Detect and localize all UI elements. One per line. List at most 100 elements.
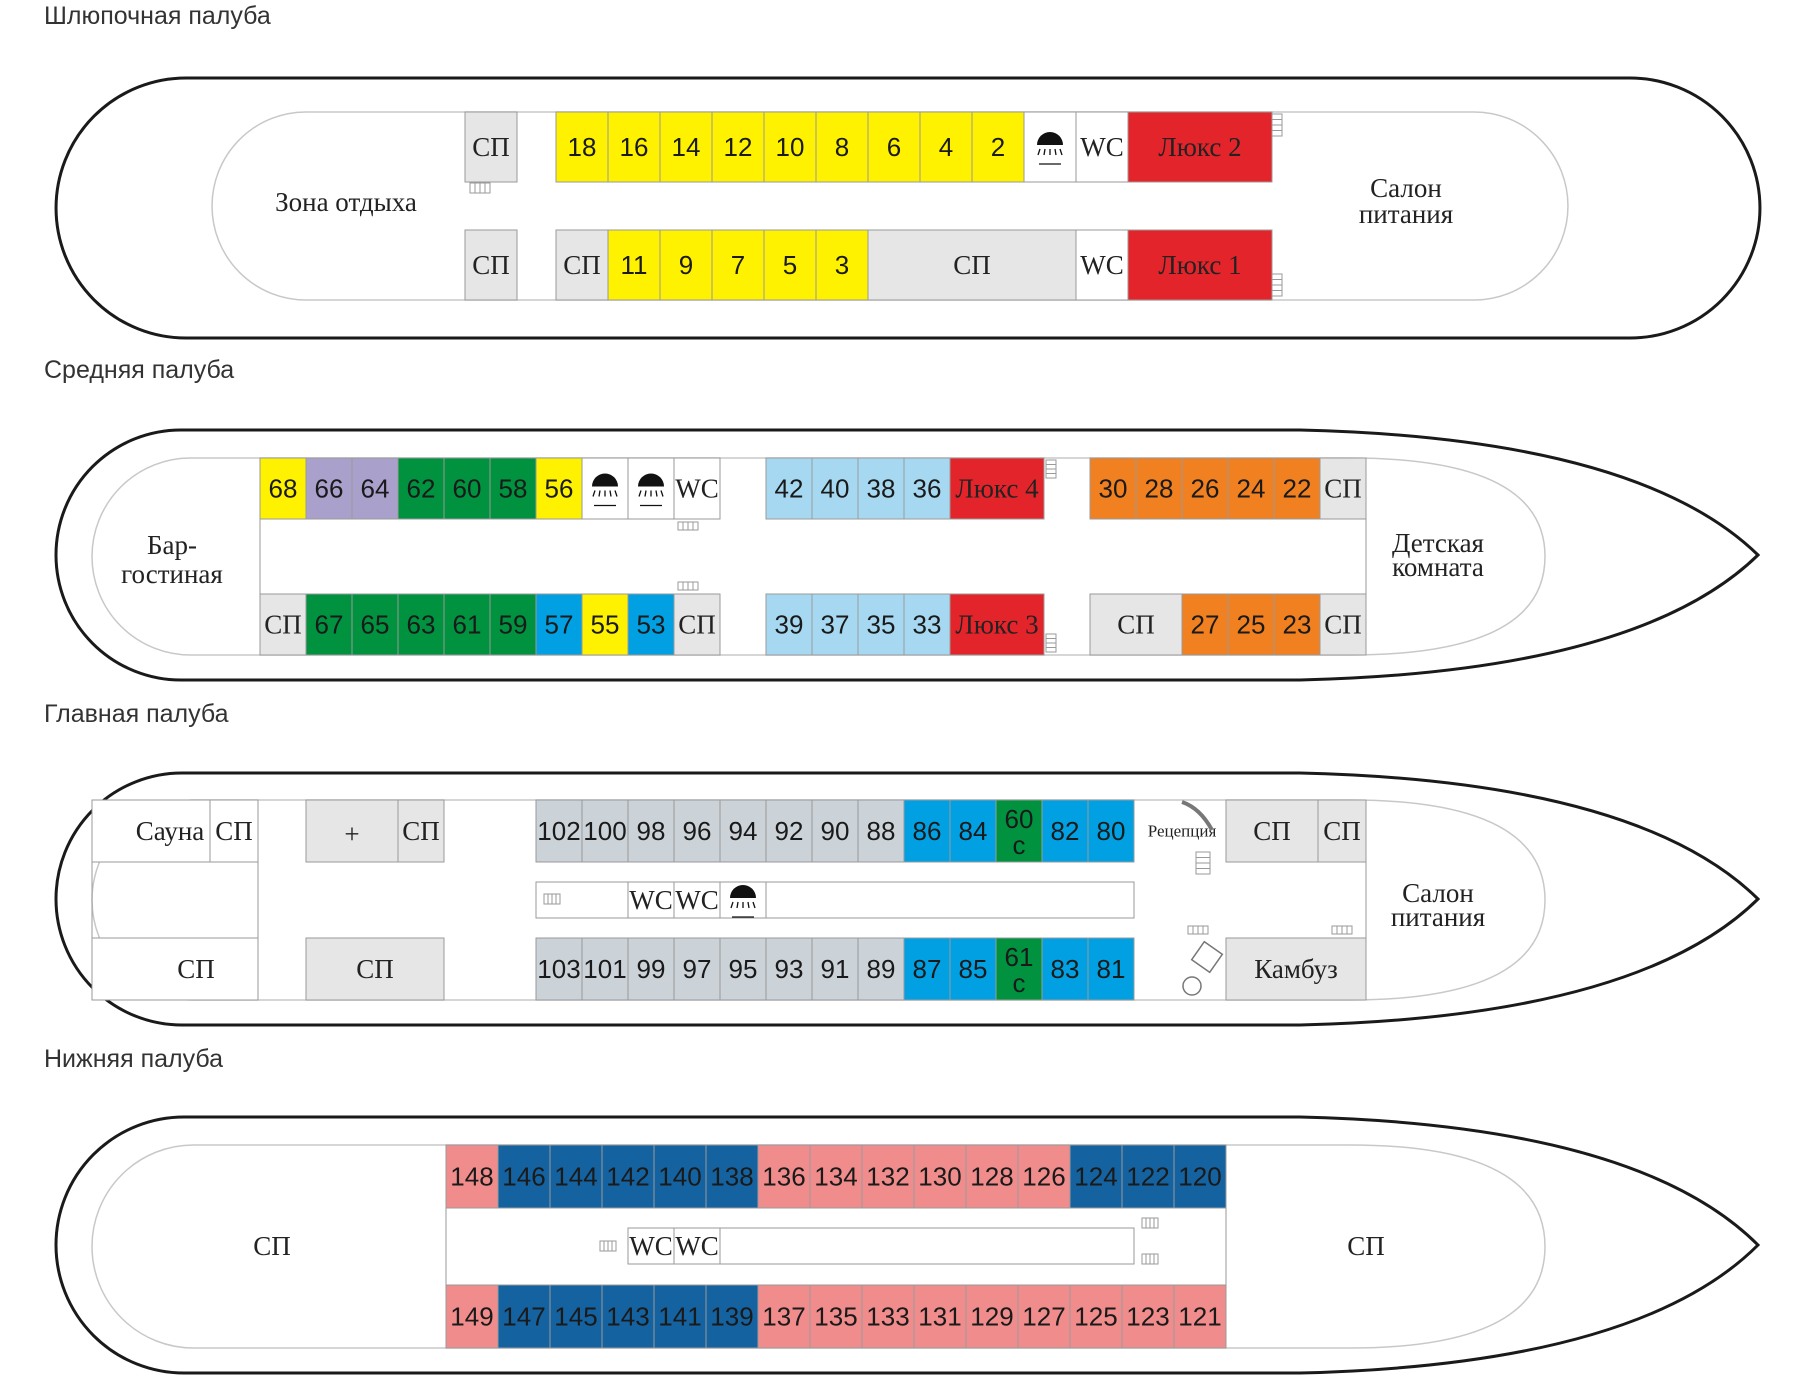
wc-label: WC bbox=[1080, 132, 1124, 162]
service-room-label: СП bbox=[472, 132, 510, 162]
service-room-label: СП bbox=[1324, 474, 1362, 504]
shower-drop bbox=[1054, 148, 1057, 156]
wc-label: WC bbox=[629, 885, 673, 915]
cabin-128 bbox=[965, 1144, 1019, 1209]
cabin-number: 122 bbox=[1126, 1162, 1169, 1192]
cabin-98 bbox=[627, 799, 675, 863]
cabin-number: 55 bbox=[591, 610, 620, 640]
wc-room bbox=[673, 457, 721, 520]
cabin-140 bbox=[653, 1144, 707, 1209]
cabin-138 bbox=[705, 1144, 759, 1209]
cabin-number: 144 bbox=[554, 1162, 597, 1192]
service-room-label: СП bbox=[472, 250, 510, 280]
cabin-number: 36 bbox=[913, 474, 942, 504]
cabin-8 bbox=[815, 111, 869, 183]
cabin-82 bbox=[1041, 799, 1089, 863]
cabin-number: 86 bbox=[913, 816, 942, 846]
kids-room-label-2: комната bbox=[1392, 552, 1484, 582]
shower-icon bbox=[592, 473, 618, 487]
service-room bbox=[867, 229, 1077, 301]
service-room-label: СП bbox=[356, 954, 394, 984]
cabin-number: 146 bbox=[502, 1162, 545, 1192]
deck-title-main: Главная палуба bbox=[44, 700, 229, 728]
cabin-number: 81 bbox=[1097, 954, 1126, 984]
galley-label: Камбуз bbox=[1254, 954, 1338, 984]
cabin-25 bbox=[1227, 593, 1275, 656]
cabin-number: 138 bbox=[710, 1162, 753, 1192]
cabin-number: 37 bbox=[821, 610, 850, 640]
cabin-number: 142 bbox=[606, 1162, 649, 1192]
dining-label-1: Салон bbox=[1370, 173, 1442, 203]
cabin-16 bbox=[607, 111, 661, 183]
wc-room bbox=[209, 799, 259, 863]
cabin-number: 26 bbox=[1191, 474, 1220, 504]
lux-1-label: Люкс 1 bbox=[1158, 250, 1241, 280]
shower-room bbox=[581, 457, 629, 520]
cabin-142 bbox=[601, 1144, 655, 1209]
cabin-number: 135 bbox=[814, 1302, 857, 1332]
shower-drop bbox=[747, 901, 750, 909]
cabin-67 bbox=[305, 593, 353, 656]
cabin-58 bbox=[489, 457, 537, 520]
cabin-number: 9 bbox=[679, 250, 693, 280]
cabin-sub-label: с bbox=[1013, 968, 1026, 998]
cabin-number: 80 bbox=[1097, 816, 1126, 846]
cabin-number: 85 bbox=[959, 954, 988, 984]
reception-desk bbox=[1181, 800, 1214, 831]
cabin-number: 127 bbox=[1022, 1302, 1065, 1332]
cabin-122 bbox=[1121, 1144, 1175, 1209]
shower-icon bbox=[730, 885, 756, 898]
cabin-number: 95 bbox=[729, 954, 758, 984]
cabin-number: 61 bbox=[453, 610, 482, 640]
galley-round-icon bbox=[1182, 976, 1202, 996]
cabin-number: 2 bbox=[991, 132, 1005, 162]
service-room-label: СП bbox=[402, 816, 440, 846]
cabin-132 bbox=[861, 1144, 915, 1209]
cabin-146 bbox=[497, 1144, 551, 1209]
reception-label: Рецепция bbox=[1148, 822, 1217, 841]
wc-label: WC bbox=[629, 1231, 673, 1261]
cabin-99 bbox=[627, 937, 675, 1001]
cabin-4 bbox=[919, 111, 973, 183]
cabin-86 bbox=[903, 799, 951, 863]
cabin-143 bbox=[601, 1284, 655, 1349]
cabin-7 bbox=[711, 229, 765, 301]
cabin-number: 126 bbox=[1022, 1162, 1065, 1192]
cabin-number: 147 bbox=[502, 1302, 545, 1332]
cabin-83 bbox=[1041, 937, 1089, 1001]
sauna-label: Сауна bbox=[136, 816, 205, 846]
service-room-label: СП bbox=[264, 610, 302, 640]
lower-deck-inner bbox=[91, 1144, 1546, 1349]
cabin-18 bbox=[555, 111, 609, 183]
boat-deck-inner bbox=[211, 111, 1569, 301]
cabin-125 bbox=[1069, 1284, 1123, 1349]
cabin-63 bbox=[397, 593, 445, 656]
service-room bbox=[464, 229, 518, 301]
shower-drop bbox=[638, 490, 642, 497]
lux-2 bbox=[1127, 111, 1273, 183]
cabin-133 bbox=[861, 1284, 915, 1349]
cabin-number: 129 bbox=[970, 1302, 1013, 1332]
cabin-65 bbox=[351, 593, 399, 656]
cabin-90 bbox=[811, 799, 859, 863]
cabin-number: 68 bbox=[269, 474, 298, 504]
cabin-number: 99 bbox=[637, 954, 666, 984]
lux-4-label: Люкс 4 bbox=[955, 474, 1039, 504]
wc-label: WC bbox=[675, 474, 719, 504]
shower-drop bbox=[644, 490, 647, 497]
shower-drop bbox=[598, 490, 601, 497]
cabin-89 bbox=[857, 937, 905, 1001]
cabin-121 bbox=[1173, 1284, 1227, 1349]
service-room bbox=[1319, 593, 1367, 656]
cabin-number: 130 bbox=[918, 1162, 961, 1192]
service-room bbox=[259, 593, 307, 656]
cabin-number: 131 bbox=[918, 1302, 961, 1332]
service-room-label: СП bbox=[678, 610, 716, 640]
lower-service-right: СП bbox=[1347, 1231, 1385, 1261]
medical-room bbox=[305, 799, 399, 863]
service-room-label: СП bbox=[1324, 610, 1362, 640]
lux-3 bbox=[949, 593, 1045, 656]
cabin-10 bbox=[763, 111, 817, 183]
shower-drop bbox=[1059, 148, 1063, 156]
cabin-number: 23 bbox=[1283, 610, 1312, 640]
